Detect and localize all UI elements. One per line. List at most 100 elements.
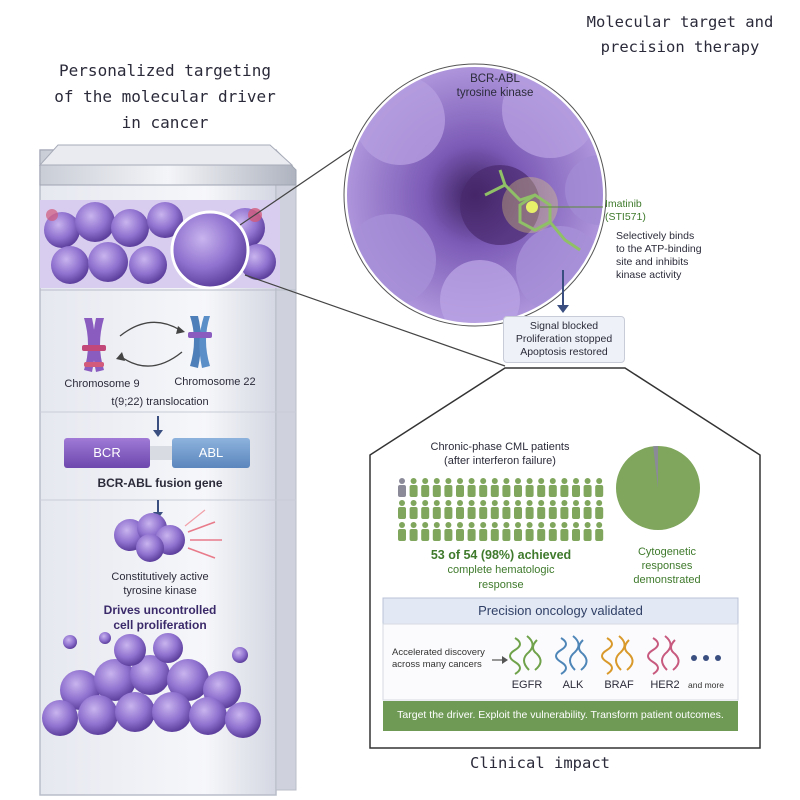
bcr-label: BCR — [93, 445, 121, 460]
patient-figure — [456, 478, 464, 497]
patient-figure — [572, 500, 580, 519]
imatinib-molecule-icon — [484, 169, 581, 252]
chromosome-9-icon — [82, 318, 106, 372]
patient-figure — [537, 500, 546, 519]
target-label-egfr: EGFR — [511, 679, 543, 691]
patient-figure — [467, 478, 476, 497]
chromosome-22-label: Chromosome 22 — [174, 376, 256, 388]
patient-figure — [595, 522, 604, 541]
patient-figure — [560, 478, 569, 497]
clinical-impact-label: Clinical impact — [470, 754, 610, 772]
patient-figure — [514, 478, 522, 497]
drug-label: Imatinib (STI571) — [605, 198, 646, 224]
binding-description: Selectively binds to the ATP-binding sit… — [616, 230, 702, 282]
magnifier-circle — [170, 210, 250, 290]
patient-figure — [456, 500, 464, 519]
patient-figure — [456, 522, 464, 541]
patient-figure — [479, 522, 488, 541]
patient-figure — [583, 522, 592, 541]
patient-figure — [444, 522, 453, 541]
target-icon-alk — [555, 635, 588, 675]
patient-figure — [479, 478, 488, 497]
bottom-slogan-bar — [383, 701, 738, 731]
discovery-caption: Accelerated discovery across many cancer… — [392, 647, 492, 671]
drug-label-line-1: Imatinib — [605, 198, 642, 210]
signal-line-3: Apoptosis restored — [520, 346, 608, 358]
right-title-line-1: Molecular target and — [586, 13, 774, 31]
target-protein-icons — [509, 635, 680, 675]
patient-figure — [421, 522, 430, 541]
result-line-2: complete hematologic — [447, 564, 555, 576]
target-label-alk: ALK — [562, 679, 584, 691]
patient-figure — [490, 478, 499, 497]
abl-label: ABL — [198, 445, 224, 460]
patient-figure — [548, 500, 557, 519]
chromosome-9-label: Chromosome 9 — [64, 378, 140, 390]
kinase-title-line-2: tyrosine kinase — [456, 87, 534, 99]
patient-figure — [398, 500, 406, 519]
result-line-3: response — [478, 579, 524, 591]
left-title-line-2: of the molecular driver — [54, 87, 276, 106]
bcr-segment — [64, 438, 150, 468]
patient-figure — [432, 500, 441, 519]
discovery-line-2: across many cancers — [392, 659, 482, 670]
left-title-line-1: Personalized targeting — [59, 61, 271, 80]
patient-figure — [467, 522, 476, 541]
patient-figure — [560, 522, 569, 541]
kinase-title: BCR-ABL tyrosine kinase — [440, 72, 550, 100]
patient-figure — [548, 478, 557, 497]
patient-figure — [502, 522, 511, 541]
patient-figure — [444, 478, 453, 497]
cyto-line-2: responses — [641, 560, 693, 572]
translocation-label: t(9;22) translocation — [111, 396, 209, 408]
patient-figure — [572, 522, 580, 541]
patient-grid — [398, 478, 604, 541]
patient-figure — [421, 478, 430, 497]
hematologic-result: 53 of 54 (98%) achieved complete hematol… — [396, 548, 606, 593]
pie-slice-remainder — [653, 446, 658, 488]
patient-figure — [467, 500, 476, 519]
kinase-protein-view — [343, 63, 607, 327]
left-column — [38, 144, 297, 796]
left-title-line-3: in cancer — [121, 113, 209, 132]
target-label-her2: HER2 — [650, 679, 680, 691]
and-more-label: and more — [688, 680, 724, 690]
target-label-braf: BRAF — [604, 679, 634, 691]
patient-figure — [583, 500, 592, 519]
fusion-gene-label: BCR-ABL fusion gene — [97, 476, 223, 490]
patient-figure — [502, 500, 511, 519]
target-icon-egfr — [509, 635, 542, 675]
kinase-label-line-1: Constitutively active — [111, 571, 209, 583]
drug-label-line-2: (STI571) — [605, 211, 646, 223]
bottom-slogan: Target the driver. Exploit the vulnerabi… — [397, 709, 724, 721]
patient-figure — [595, 500, 604, 519]
patient-figure — [398, 478, 406, 497]
cytogenetic-caption: Cytogenetic responses demonstrated — [612, 545, 722, 587]
patients-line-1: Chronic-phase CML patients — [430, 441, 570, 453]
patient-figure — [514, 522, 522, 541]
drives-label: Drives uncontrolled cell proliferation — [50, 603, 270, 633]
patient-figure — [537, 522, 546, 541]
tumor-cell-pile-bottom — [42, 632, 261, 738]
kinase-title-line-1: BCR-ABL — [470, 73, 520, 85]
abl-segment — [172, 438, 250, 468]
right-title-line-2: precision therapy — [600, 38, 760, 56]
active-kinase-icon — [114, 509, 222, 562]
patient-figure — [537, 478, 546, 497]
patient-figure — [444, 500, 453, 519]
patient-figure — [398, 522, 406, 541]
result-line-1: 53 of 54 (98%) achieved — [430, 548, 572, 562]
banner-text: Precision oncology validated — [478, 603, 643, 618]
drives-line-1: Drives uncontrolled — [103, 603, 217, 617]
kinase-label: Constitutively active tyrosine kinase — [50, 570, 270, 598]
binds-line-2: to the ATP-binding — [616, 243, 702, 255]
target-icon-her2 — [647, 635, 680, 675]
patient-figure — [514, 500, 522, 519]
signal-blocked-box: Signal blocked Proliferation stopped Apo… — [503, 316, 625, 363]
right-title: Molecular target and precision therapy — [570, 10, 790, 60]
target-icon-braf — [601, 635, 634, 675]
patient-figure — [479, 500, 488, 519]
patient-figure — [409, 500, 418, 519]
patient-figure — [525, 522, 534, 541]
